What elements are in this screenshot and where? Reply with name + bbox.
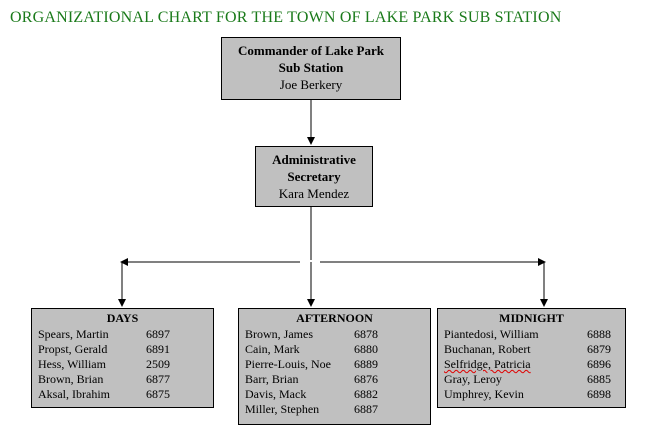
member-ext: 6877: [146, 372, 170, 386]
member-name: Hess, William: [38, 357, 106, 371]
days-shift-box: DAYS Spears, Martin 6897 Propst, Gerald 68…: [31, 308, 214, 408]
member-ext: 6878: [354, 327, 378, 341]
list-item: Gray, Leroy 6885: [438, 372, 625, 387]
list-item: Barr, Brian 6876: [239, 372, 430, 387]
secretary-box: Administrative Secretary Kara Mendez: [255, 146, 373, 207]
member-ext: 6896: [587, 357, 611, 371]
member-ext: 6876: [354, 372, 378, 386]
member-name: Cain, Mark: [245, 342, 300, 356]
commander-box: Commander of Lake Park Sub Station Joe B…: [221, 37, 401, 100]
commander-name: Joe Berkery: [279, 77, 343, 92]
member-ext: 6897: [146, 327, 170, 341]
midnight-shift-box: MIDNIGHT Piantedosi, William 6888 Buchana…: [437, 308, 626, 408]
list-item: Spears, Martin 6897: [32, 327, 213, 342]
member-ext: 6875: [146, 387, 170, 401]
commander-role-line1: Commander of Lake Park: [237, 43, 384, 58]
member-name: Barr, Brian: [245, 372, 299, 386]
afternoon-shift-box: AFTERNOON Brown, James 6878 Cain, Mark 688…: [238, 308, 431, 425]
member-ext: 6888: [587, 327, 611, 341]
member-name: Miller, Stephen: [245, 402, 320, 416]
days-shift-title: DAYS: [106, 311, 139, 325]
member-name: Gray, Leroy: [444, 372, 502, 386]
member-name: Buchanan, Robert: [444, 342, 531, 356]
member-name: Brown, Brian: [38, 372, 104, 386]
member-name: Spears, Martin: [38, 327, 109, 341]
member-name: Propst, Gerald: [38, 342, 108, 356]
member-ext: 6879: [587, 342, 611, 356]
secretary-role-line1: Administrative: [272, 152, 356, 167]
member-name: Brown, James: [245, 327, 313, 341]
member-ext: 6891: [146, 342, 170, 356]
list-item: Buchanan, Robert 6879: [438, 342, 625, 357]
member-name: Aksal, Ibrahim: [38, 387, 110, 401]
list-item: Propst, Gerald 6891: [32, 342, 213, 357]
list-item: Umphrey, Kevin 6898: [438, 387, 625, 402]
list-item: Cain, Mark 6880: [239, 342, 430, 357]
member-ext: 6885: [587, 372, 611, 386]
member-name: Davis, Mack: [245, 387, 307, 401]
secretary-name: Kara Mendez: [278, 186, 350, 201]
commander-role-line2: Sub Station: [278, 60, 344, 75]
member-name-spellcheck: Selfridge, Patricia: [444, 357, 531, 371]
list-item: Selfridge, Patricia 6896: [438, 357, 625, 372]
member-ext: 6880: [354, 342, 378, 356]
member-ext: 2509: [146, 357, 170, 371]
secretary-role-line2: Secretary: [287, 169, 341, 184]
midnight-shift-title: MIDNIGHT: [499, 311, 564, 325]
member-ext: 6898: [587, 387, 611, 401]
list-item: Brown, Brian 6877: [32, 372, 213, 387]
list-item: Davis, Mack 6882: [239, 387, 430, 402]
list-item: Aksal, Ibrahim 6875: [32, 387, 213, 402]
chart-title: ORGANIZATIONAL CHART FOR THE TOWN OF LAK…: [10, 9, 562, 26]
member-name: Piantedosi, William: [444, 327, 539, 341]
list-item: Brown, James 6878: [239, 327, 430, 342]
member-name: Umphrey, Kevin: [444, 387, 524, 401]
list-item: Piantedosi, William 6888: [438, 327, 625, 342]
member-ext: 6882: [354, 387, 378, 401]
list-item: Pierre-Louis, Noe 6889: [239, 357, 430, 372]
afternoon-shift-title: AFTERNOON: [296, 311, 373, 325]
member-ext: 6889: [354, 357, 378, 371]
member-ext: 6887: [354, 402, 378, 416]
member-name: Pierre-Louis, Noe: [245, 357, 331, 371]
list-item: Miller, Stephen 6887: [239, 402, 430, 417]
list-item: Hess, William 2509: [32, 357, 213, 372]
